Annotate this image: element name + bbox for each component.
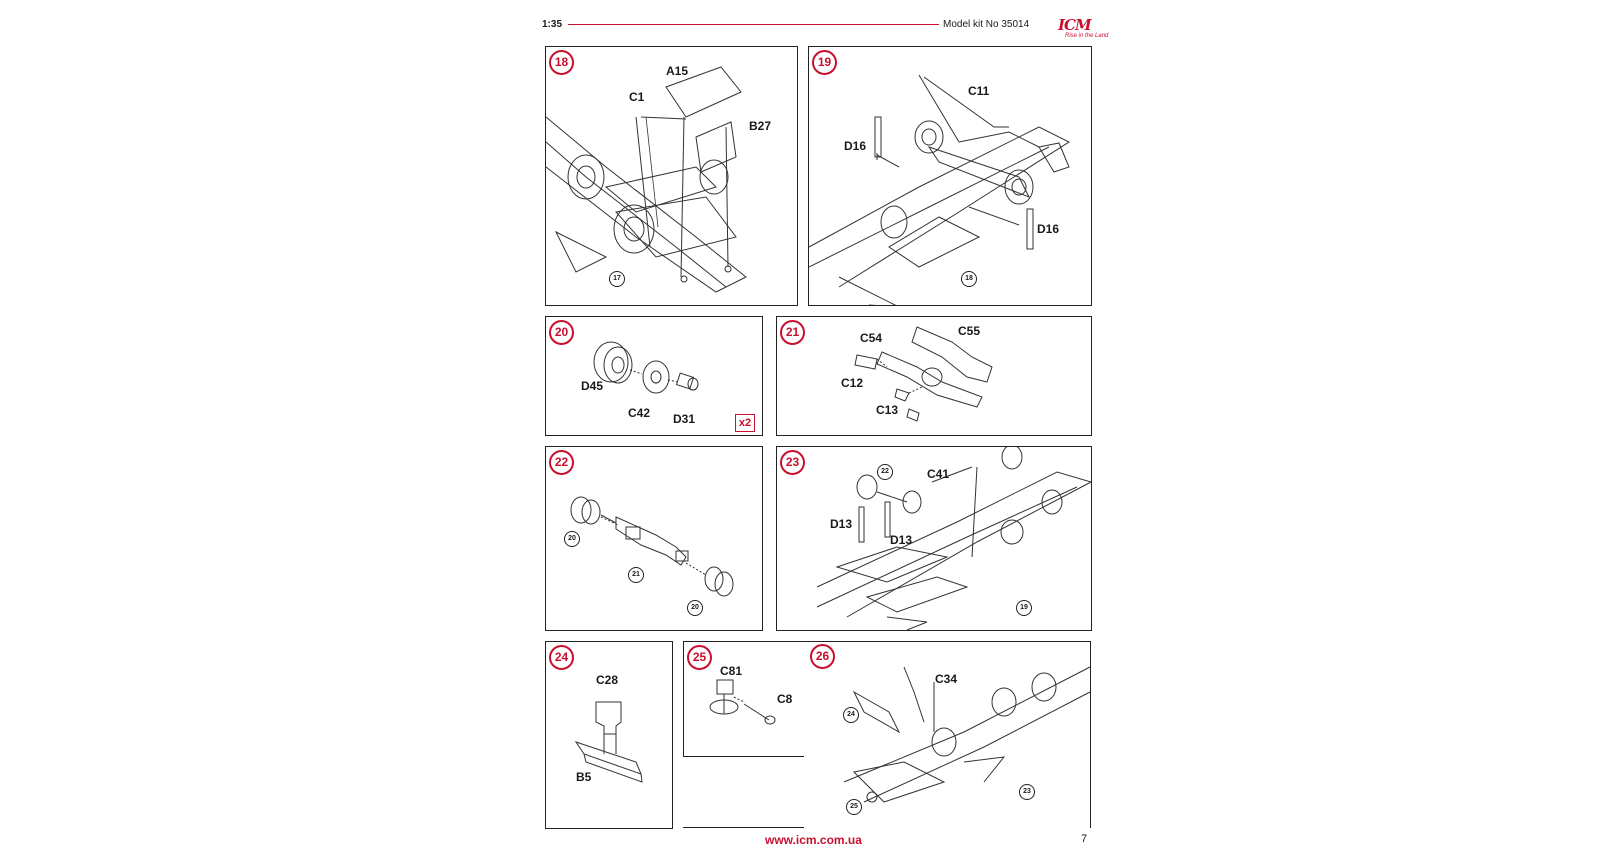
step-22-badge: 22 xyxy=(549,450,574,475)
step-24-illustration xyxy=(574,701,643,783)
part-label-d16-upper: D16 xyxy=(844,139,867,153)
ref-step-25: 25 xyxy=(846,799,862,815)
ref-step-22: 22 xyxy=(877,464,893,480)
step-24-badge: 24 xyxy=(549,645,574,670)
ref-step-24: 24 xyxy=(843,707,859,723)
step-25-badge: 25 xyxy=(687,645,712,670)
step-21-panel: 21 C54 C55 C12 C13 xyxy=(776,316,1092,436)
step-20-illustration xyxy=(593,341,699,394)
part-label-d13-right: D13 xyxy=(890,533,913,547)
ref-step-23: 23 xyxy=(1019,784,1035,800)
step-21-illustration xyxy=(854,326,993,422)
step-22-illustration xyxy=(570,496,734,597)
header-kit-number: Model kit No 35014 xyxy=(943,19,1030,30)
step-26-panel-body xyxy=(804,641,1091,828)
footer-website: www.icm.com.ua xyxy=(765,833,862,847)
part-label-c34: C34 xyxy=(935,672,958,686)
ref-step-21: 21 xyxy=(628,567,644,583)
step-22-panel: 22 20 21 20 xyxy=(545,446,763,631)
step-23-panel: 23 C41 D13 D13 22 19 xyxy=(776,446,1092,631)
part-label-d45: D45 xyxy=(581,379,604,393)
ref-step-19: 19 xyxy=(1016,600,1032,616)
part-label-c42: C42 xyxy=(628,406,651,420)
part-label-c28: C28 xyxy=(596,673,619,687)
part-label-c12: C12 xyxy=(841,376,864,390)
page-number: 7 xyxy=(1081,833,1088,845)
quantity-badge: x2 xyxy=(735,414,755,432)
step-18-illustration xyxy=(546,66,747,293)
step-18-badge: 18 xyxy=(549,50,574,75)
step-23-illustration xyxy=(816,447,1091,630)
logo-tagline: Rise in the Land xyxy=(1065,33,1109,39)
part-label-a15: A15 xyxy=(666,64,689,78)
header-scale: 1:35 xyxy=(542,19,563,30)
step-24-panel: 24 C28 B5 xyxy=(545,641,673,829)
ref-step-20-left: 20 xyxy=(564,531,580,547)
step-20-panel: 20 D45 C42 D31 x2 xyxy=(545,316,763,436)
step-21-badge: 21 xyxy=(780,320,805,345)
part-label-c8: C8 xyxy=(777,692,793,706)
part-label-c1: C1 xyxy=(629,90,645,104)
part-label-c81: C81 xyxy=(720,664,743,678)
part-label-d31: D31 xyxy=(673,412,696,426)
part-label-b5: B5 xyxy=(576,770,592,784)
part-label-c54: C54 xyxy=(860,331,883,345)
step-19-illustration xyxy=(809,74,1071,305)
part-label-c13: C13 xyxy=(876,403,899,417)
part-label-c41: C41 xyxy=(927,467,950,481)
step-18-panel: 18 A15 C1 B27 17 xyxy=(545,46,798,306)
step-19-badge: 19 xyxy=(812,50,837,75)
step-25-panel: 25 C81 C8 xyxy=(683,641,806,757)
ref-step-18: 18 xyxy=(961,271,977,287)
step-26-illustration xyxy=(843,666,1090,803)
part-label-d16-lower: D16 xyxy=(1037,222,1060,236)
part-label-b27: B27 xyxy=(749,119,772,133)
step-23-badge: 23 xyxy=(780,450,805,475)
ref-step-17: 17 xyxy=(609,271,625,287)
icm-logo: ICM Rise in the Land xyxy=(1049,14,1108,42)
step-20-badge: 20 xyxy=(549,320,574,345)
part-label-c11: C11 xyxy=(968,84,990,98)
step-19-panel: 19 C11 D16 D16 18 xyxy=(808,46,1092,306)
part-label-c55: C55 xyxy=(958,324,981,338)
logo-wordmark: ICM xyxy=(1058,16,1092,34)
step-26-badge: 26 xyxy=(810,644,835,669)
step-25-illustration xyxy=(709,679,776,725)
part-label-d13-left: D13 xyxy=(830,517,853,531)
ref-step-20-right: 20 xyxy=(687,600,703,616)
header-divider xyxy=(568,24,939,25)
